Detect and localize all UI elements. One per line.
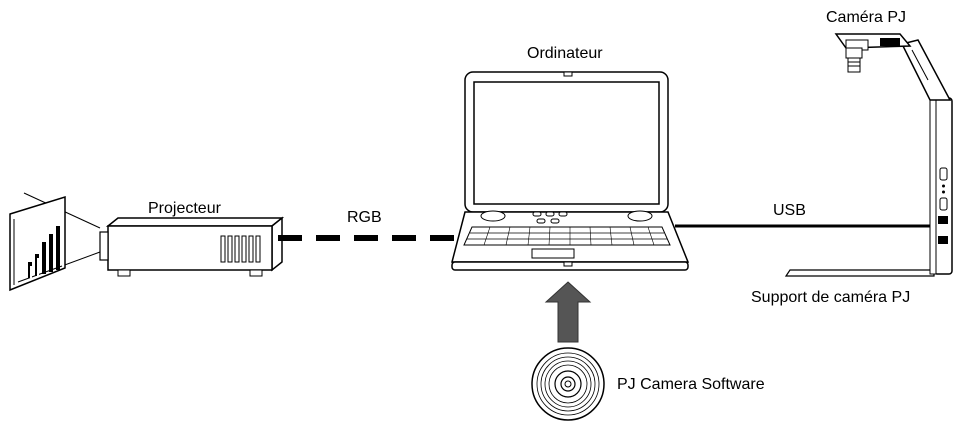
projector-icon bbox=[99, 216, 285, 277]
stand-label: Support de caméra PJ bbox=[751, 289, 910, 306]
camera-stand-icon bbox=[784, 33, 953, 277]
projected-bar-chart-icon bbox=[17, 226, 63, 283]
software-label: PJ Camera Software bbox=[617, 376, 765, 393]
camera-label: Caméra PJ bbox=[826, 9, 906, 26]
laptop-icon bbox=[451, 71, 690, 271]
projection-screen bbox=[9, 192, 101, 292]
rgb-label: RGB bbox=[347, 209, 382, 226]
install-arrow bbox=[544, 281, 592, 343]
projector-vents bbox=[220, 235, 261, 263]
usb-label: USB bbox=[773, 202, 806, 219]
projector-label: Projecteur bbox=[148, 200, 222, 217]
cd-disc-icon bbox=[531, 347, 605, 421]
computer-label: Ordinateur bbox=[527, 45, 603, 62]
